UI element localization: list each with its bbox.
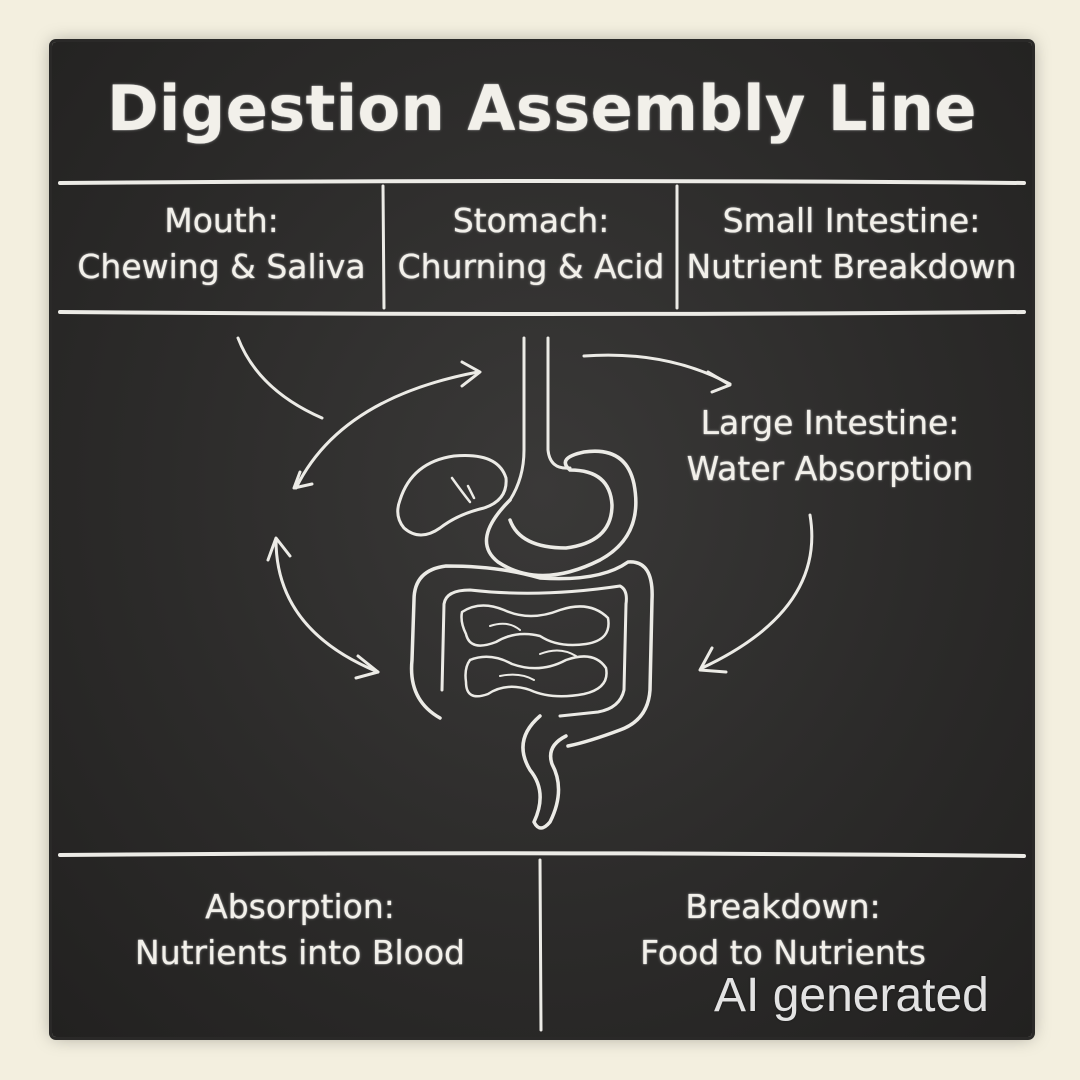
liver-shape: [396, 453, 508, 537]
large-intestine-inner: [440, 584, 628, 718]
header-divider-1: [381, 184, 386, 310]
footer-divider: [538, 858, 543, 1032]
stage-mouth-desc: Chewing & Saliva: [77, 247, 366, 286]
stage-large-intestine-name: Large Intestine:: [700, 403, 960, 442]
stage-breakdown-desc: Food to Nutrients: [640, 933, 926, 972]
footer-row-divider: [58, 851, 1026, 858]
arrow-right-down: [700, 513, 814, 670]
arrow-top-right: [582, 353, 732, 386]
arrow-head: [706, 370, 732, 394]
arrow-head: [292, 470, 314, 490]
stage-small-intestine-desc: Nutrient Breakdown: [686, 247, 1017, 286]
small-intestine-detail: [489, 622, 577, 681]
stage-absorption: Absorption: Nutrients into Blood: [60, 884, 540, 976]
stage-stomach-name: Stomach:: [452, 201, 610, 240]
esophagus: [546, 336, 572, 470]
ai-generated-watermark: AI generated: [714, 969, 989, 1022]
title-divider: [58, 179, 1026, 185]
stage-mouth: Mouth: Chewing & Saliva: [60, 198, 383, 290]
cycle-arrows: [236, 336, 814, 680]
arrow-left-down: [274, 538, 380, 674]
arrow-mouth-in: [236, 336, 324, 420]
chalkboard: [52, 42, 1032, 1037]
arrow-head: [266, 536, 292, 562]
stage-large-intestine-desc: Water Absorption: [686, 449, 974, 488]
arrow-head: [698, 646, 728, 674]
stage-small-intestine-name: Small Intestine:: [722, 201, 981, 240]
esophagus: [508, 336, 526, 502]
arrow-top-left: [294, 370, 480, 490]
stage-breakdown-name: Breakdown:: [685, 887, 881, 926]
stage-small-intestine: Small Intestine: Nutrient Breakdown: [679, 198, 1024, 290]
large-intestine: [409, 560, 654, 748]
stage-stomach-desc: Churning & Acid: [397, 247, 665, 286]
rectum: [521, 714, 568, 830]
header-row-divider: [58, 310, 1026, 316]
arrow-head: [354, 654, 380, 680]
stage-absorption-name: Absorption:: [205, 887, 395, 926]
stage-absorption-desc: Nutrients into Blood: [135, 933, 465, 972]
small-intestine-coil: [464, 655, 608, 698]
stage-large-intestine: Large Intestine: Water Absorption: [670, 400, 990, 492]
stage-breakdown: Breakdown: Food to Nutrients: [542, 884, 1024, 976]
arrow-head: [460, 360, 482, 388]
page-title: Digestion Assembly Line: [107, 72, 977, 145]
stage-mouth-name: Mouth:: [164, 201, 279, 240]
gallbladder-detail: [450, 476, 476, 504]
small-intestine-coil: [460, 604, 610, 647]
digestive-system-icon: [396, 336, 654, 830]
stomach-shape: [484, 449, 638, 578]
stage-stomach: Stomach: Churning & Acid: [385, 198, 677, 290]
